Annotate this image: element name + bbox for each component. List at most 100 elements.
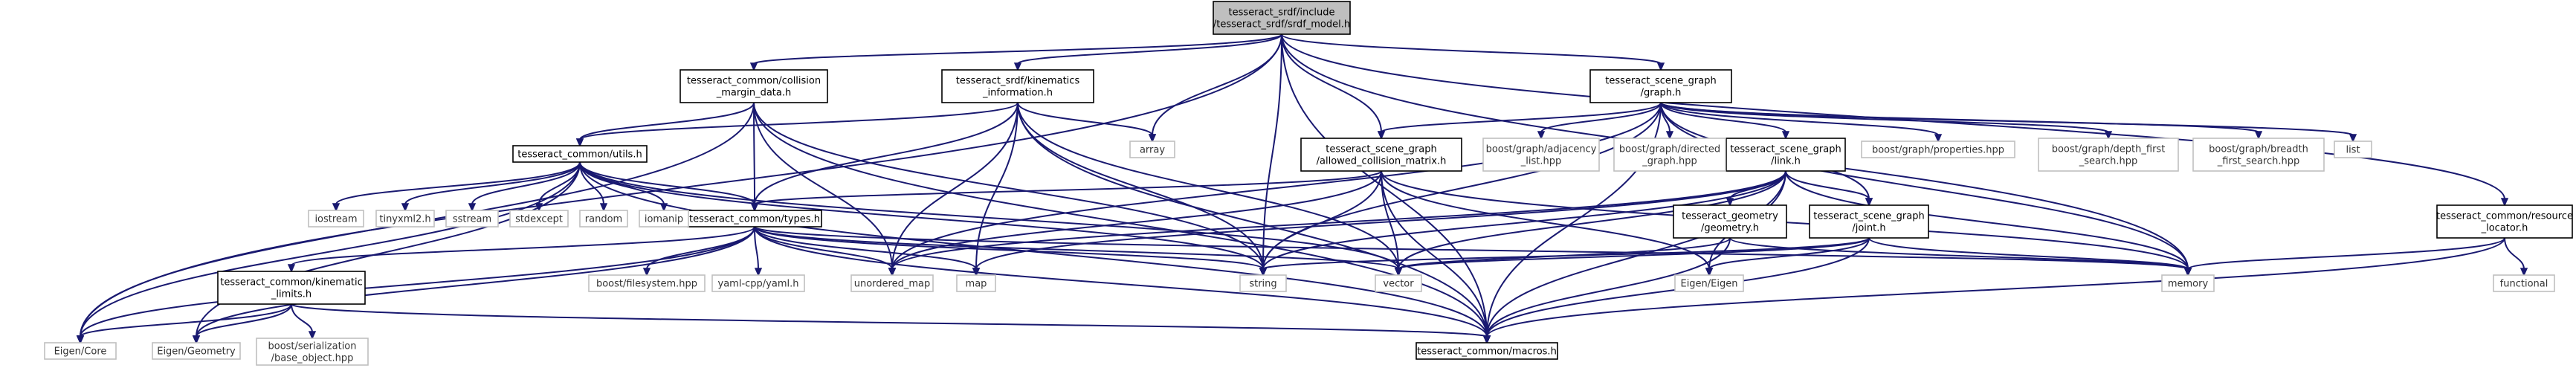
node-stdexcept: stdexcept xyxy=(509,210,569,228)
node-label: tesseract_srdf/include xyxy=(1229,7,1335,19)
node-box xyxy=(509,210,569,228)
node-box xyxy=(1213,1,1351,35)
node-box xyxy=(1674,274,1744,292)
arrowhead-kin_limits-to-eigen_geometry xyxy=(192,335,201,344)
node-iomanip: iomanip xyxy=(639,210,689,228)
node-acm[interactable]: tesseract_scene_graph/allowed_collision_… xyxy=(1300,138,1462,172)
edge-kinematics_info-to-array xyxy=(1017,102,1153,136)
edge-types-to-eigen_geometry xyxy=(196,226,755,338)
node-box xyxy=(1375,274,1422,292)
edge-srdf_model-to-string xyxy=(1262,33,1282,270)
node-functional: functional xyxy=(2493,274,2555,292)
node-label: _information.h xyxy=(982,88,1053,99)
arrowhead-srdf_model-to-collision_margin xyxy=(749,62,758,71)
node-adjacency: boost/graph/adjacency_list.hpp xyxy=(1482,138,1600,172)
node-macros[interactable]: tesseract_common/macros.h xyxy=(1415,342,1558,360)
node-label: iomanip xyxy=(645,214,683,225)
edge-types-to-vector xyxy=(754,226,1399,270)
node-box xyxy=(639,210,689,228)
node-box xyxy=(308,210,364,228)
node-label: tesseract_common/kinematic xyxy=(220,277,363,288)
edge-geometry-to-memory xyxy=(1729,237,2189,270)
node-label: iostream xyxy=(314,214,357,225)
node-kinematics_info[interactable]: tesseract_srdf/kinematics_information.h xyxy=(941,69,1094,103)
node-label: tesseract_common/types.h xyxy=(689,214,820,225)
edge-res_locator-to-memory xyxy=(2187,237,2505,270)
node-utils[interactable]: tesseract_common/utils.h xyxy=(512,145,648,163)
edge-layer xyxy=(76,33,2528,344)
edge-kinematics_info-to-vector xyxy=(1017,102,1399,270)
edge-link-to-joint xyxy=(1785,170,1870,200)
node-label: tesseract_scene_graph xyxy=(1730,144,1841,155)
node-label: unordered_map xyxy=(854,279,931,290)
node-link[interactable]: tesseract_scene_graph/link.h xyxy=(1726,138,1846,172)
edge-collision_margin-to-string xyxy=(753,102,1264,270)
node-res_locator[interactable]: tesseract_common/resource_locator.h xyxy=(2436,204,2573,239)
node-box xyxy=(1415,342,1558,360)
edge-acm-to-string xyxy=(1262,170,1382,270)
node-box xyxy=(217,271,366,305)
node-graph[interactable]: tesseract_scene_graph/graph.h xyxy=(1589,69,1732,103)
edge-graph-to-properties xyxy=(1660,102,1939,136)
node-box xyxy=(2038,138,2179,172)
edge-types-to-memory xyxy=(754,226,2189,270)
node-label: Eigen/Eigen xyxy=(1680,279,1737,290)
node-label: stdexcept xyxy=(515,214,563,225)
node-label: tesseract_common/resource xyxy=(2436,211,2573,222)
node-array: array xyxy=(1129,141,1175,158)
node-label: boost/filesystem.hpp xyxy=(596,279,697,290)
node-label: tesseract_srdf/kinematics xyxy=(956,76,1080,87)
node-joint[interactable]: tesseract_scene_graph/joint.h xyxy=(1809,204,1929,239)
edge-graph-to-list xyxy=(1660,102,2354,136)
edge-srdf_model-to-kinematics_info xyxy=(1017,33,1282,65)
node-label: /geometry.h xyxy=(1701,223,1759,234)
node-label: boost/graph/depth_first xyxy=(2052,144,2166,155)
node-list: list xyxy=(2334,141,2372,158)
node-box xyxy=(445,210,499,228)
node-box xyxy=(588,274,706,292)
node-kin_limits[interactable]: tesseract_common/kinematic_limits.h xyxy=(217,271,366,305)
node-breadth_first: boost/graph/breadth_first_search.hpp xyxy=(2192,138,2325,172)
node-depth_first: boost/graph/depth_first_search.hpp xyxy=(2038,138,2179,172)
node-box xyxy=(1673,204,1787,239)
edge-kin_limits-to-eigen_geometry xyxy=(196,303,292,338)
arrowhead-graph-to-acm xyxy=(1377,131,1386,140)
edge-utils-to-tinyxml2 xyxy=(404,161,581,205)
node-map: map xyxy=(956,274,996,292)
node-box xyxy=(1589,69,1732,103)
node-label: Eigen/Geometry xyxy=(157,346,236,358)
node-box xyxy=(941,69,1094,103)
arrowhead-graph-to-directed xyxy=(1665,131,1674,140)
edge-collision_margin-to-macros xyxy=(753,102,1488,338)
node-types[interactable]: tesseract_common/types.h xyxy=(687,210,822,228)
node-label: tesseract_common/collision xyxy=(687,76,821,87)
arrowhead-kin_limits-to-eigen_core xyxy=(76,335,85,344)
node-srdf_model[interactable]: tesseract_srdf/include/tesseract_srdf/sr… xyxy=(1213,1,1351,35)
edge-utils-to-iostream xyxy=(335,161,581,205)
node-iostream: iostream xyxy=(308,210,364,228)
node-box xyxy=(2161,274,2215,292)
node-properties: boost/graph/properties.hpp xyxy=(1861,141,2015,158)
node-box xyxy=(1300,138,1462,172)
node-geometry[interactable]: tesseract_geometry/geometry.h xyxy=(1673,204,1787,239)
edge-graph-to-string xyxy=(1262,102,1662,270)
edge-utils-to-string xyxy=(579,161,1264,270)
edge-link-to-memory xyxy=(1785,170,2189,270)
edge-kin_limits-to-macros xyxy=(291,303,1488,338)
node-directed: boost/graph/directed_graph.hpp xyxy=(1613,138,1726,172)
arrowhead-graph-to-adjacency xyxy=(1537,131,1546,140)
edge-joint-to-eigen_eigen xyxy=(1708,237,1870,270)
node-label: boost/serialization xyxy=(268,341,356,352)
arrowhead-utils-to-tinyxml2 xyxy=(401,203,410,212)
edge-collision_margin-to-types xyxy=(753,102,755,205)
edge-utils-to-types xyxy=(579,161,755,205)
node-label: boost/graph/directed xyxy=(1619,144,1720,155)
arrowhead-link-to-joint xyxy=(1865,198,1873,207)
node-collision_margin[interactable]: tesseract_common/collision_margin_data.h xyxy=(679,69,828,103)
edge-utils-to-eigen_geometry xyxy=(196,161,581,338)
node-label: tesseract_common/macros.h xyxy=(1417,346,1557,358)
node-label: Eigen/Core xyxy=(54,346,107,358)
node-eigen_eigen: Eigen/Eigen xyxy=(1674,274,1744,292)
edge-graph-to-depth_first xyxy=(1660,102,2109,133)
edge-kinematics_info-to-types xyxy=(754,102,1019,205)
